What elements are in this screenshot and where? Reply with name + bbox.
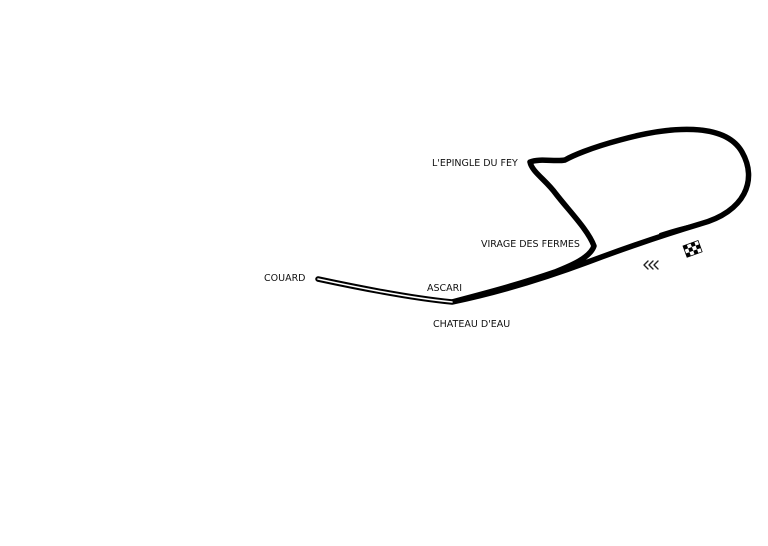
corner-label-fermes: VIRAGE DES FERMES [481,239,580,250]
track-center-line [317,278,453,303]
corner-label-couard: COUARD [264,273,305,284]
corner-label-ascari: ASCARI [427,283,462,294]
direction-chevrons-icon [643,260,659,270]
checkered-flag-icon [682,240,703,258]
pit-lane [659,223,699,235]
corner-labels: L'EPINGLE DU FEY VIRAGE DES FERMES COUAR… [264,158,580,330]
track [315,126,752,305]
corner-label-epingle: L'EPINGLE DU FEY [432,158,518,169]
corner-label-chateau: CHATEAU D'EAU [433,319,510,330]
track-outline [315,126,752,305]
